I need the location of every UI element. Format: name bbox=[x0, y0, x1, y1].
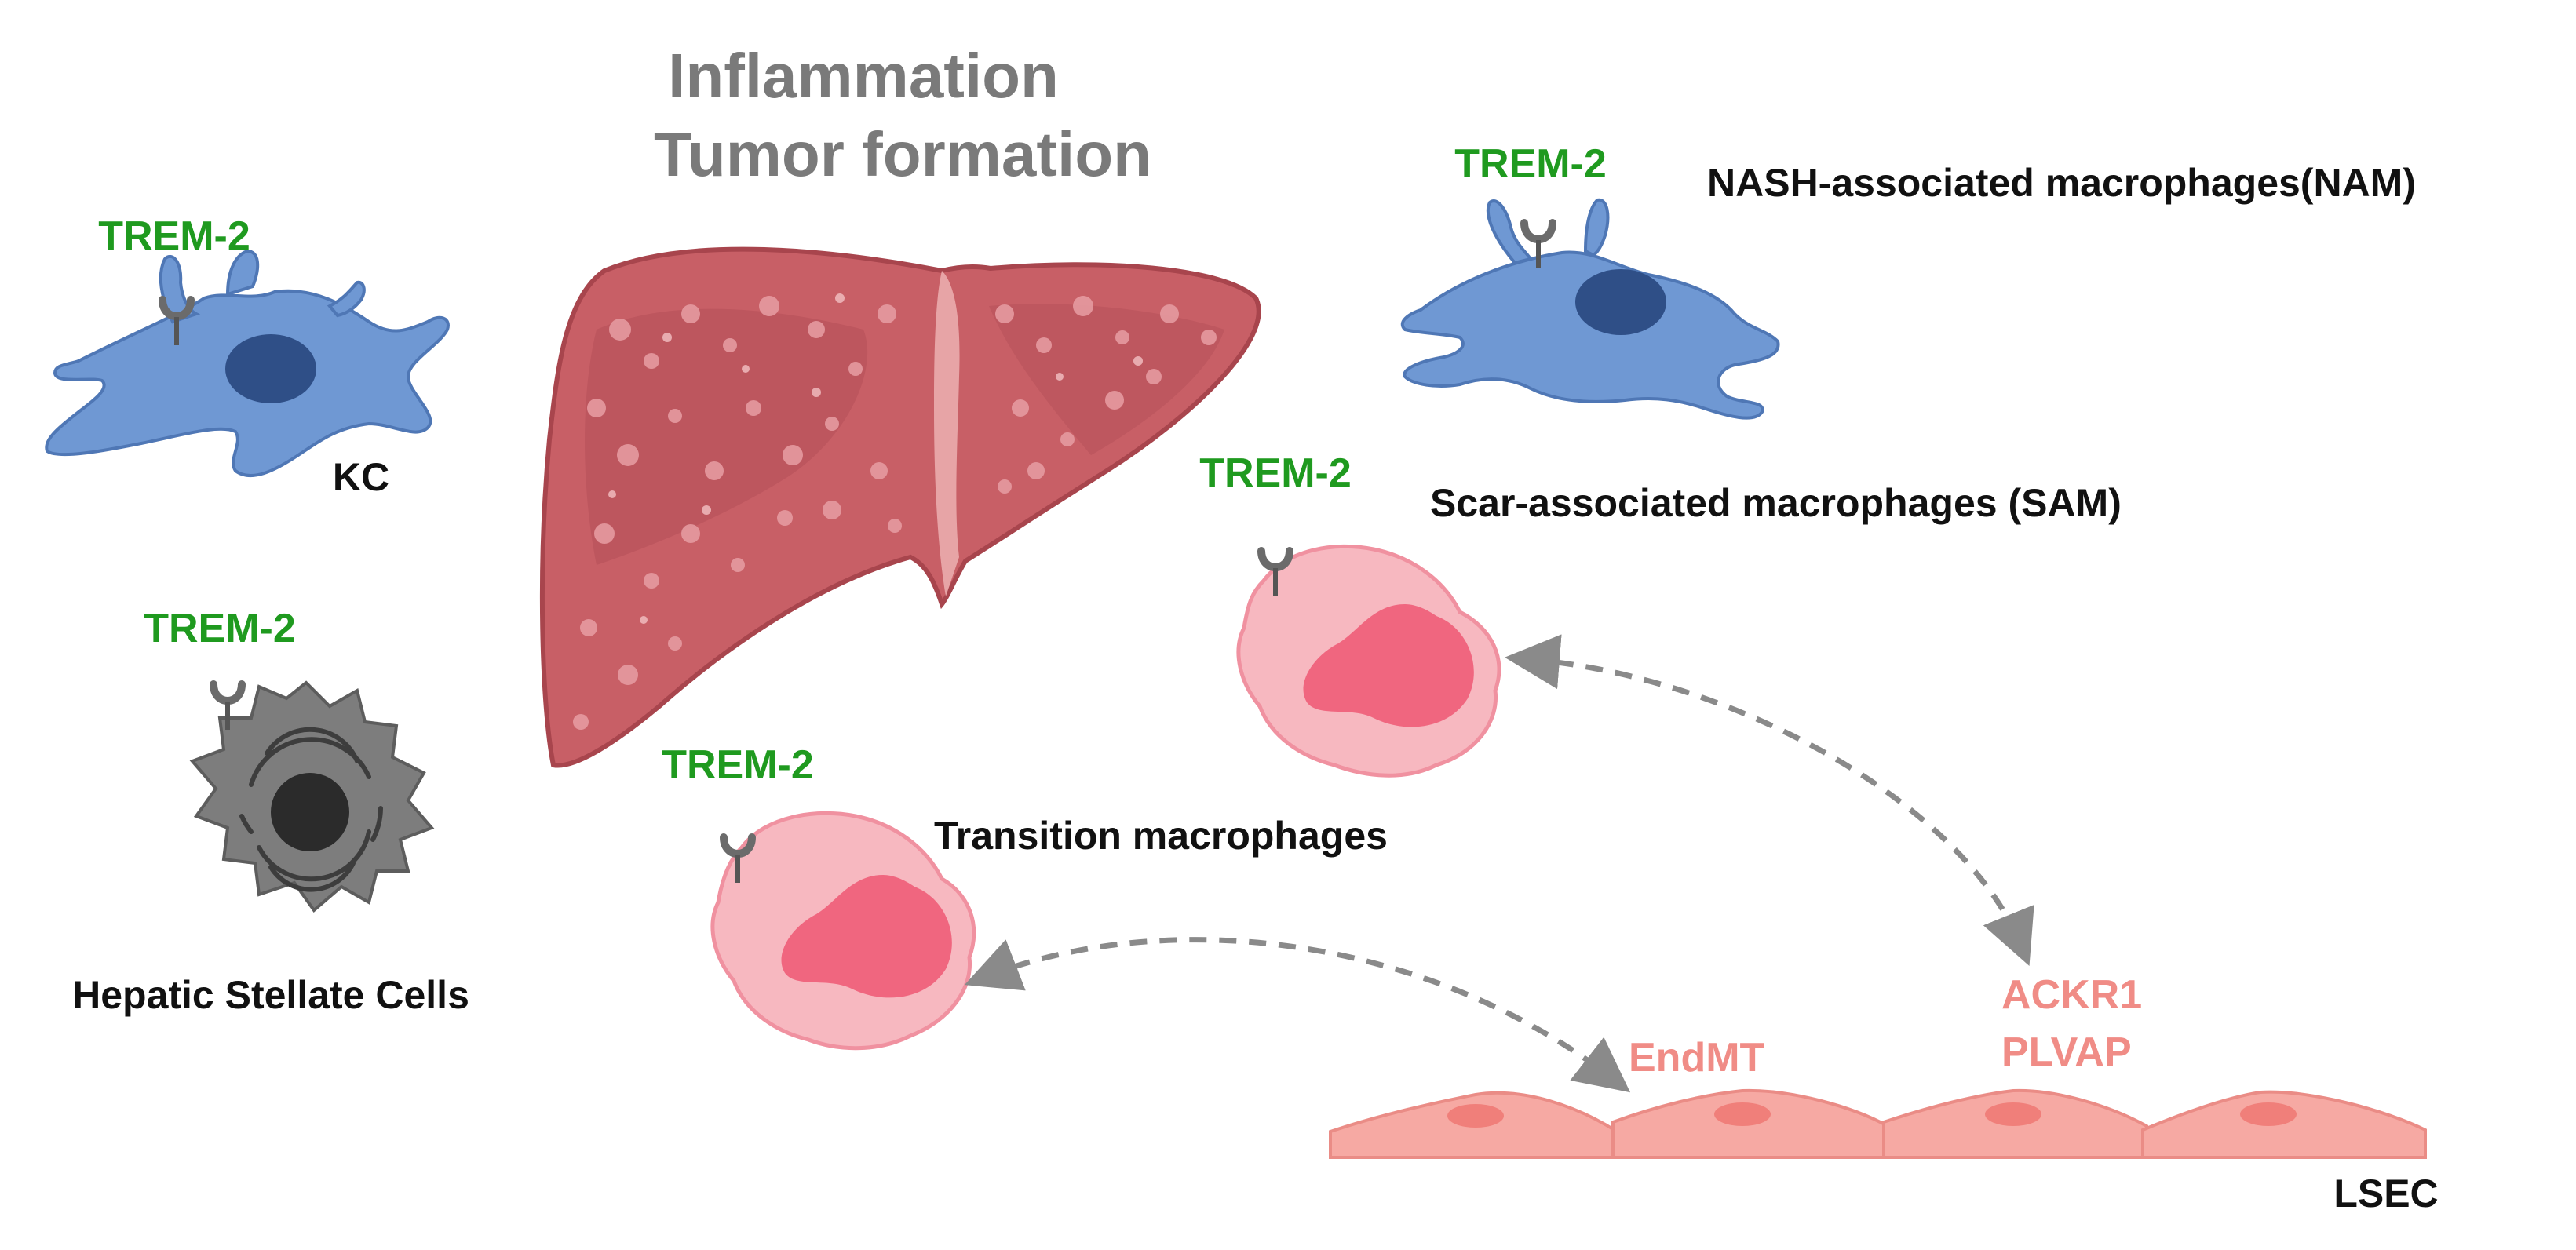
nam-macrophage-icon bbox=[1400, 198, 1780, 420]
title-line-2: Tumor formation bbox=[654, 119, 1151, 189]
sam-label: Scar-associated macrophages (SAM) bbox=[1430, 481, 2122, 525]
ackr1-label: ACKR1 bbox=[2001, 972, 2142, 1018]
endothelial-cell-2 bbox=[1611, 1088, 1889, 1159]
endothelial-cell-3 bbox=[1882, 1088, 2148, 1159]
hsc-label: Hepatic Stellate Cells bbox=[72, 973, 469, 1017]
sam-macrophage-icon bbox=[1236, 544, 1501, 778]
trem2-label-hsc: TREM-2 bbox=[144, 606, 296, 651]
kc-label: KC bbox=[333, 455, 389, 499]
liver-icon bbox=[539, 246, 1261, 768]
arrow-transition-to-endmt bbox=[964, 937, 1631, 1093]
lsec-cells-icon bbox=[1329, 1088, 2427, 1159]
trem2-label-nam: TREM-2 bbox=[1454, 141, 1607, 187]
endothelial-cell-1 bbox=[1329, 1091, 1618, 1159]
trem2-label-transition: TREM-2 bbox=[662, 742, 814, 788]
transition-label: Transition macrophages bbox=[934, 814, 1388, 858]
stellate-cell-icon bbox=[189, 680, 435, 913]
arrow-sam-to-lsec bbox=[1505, 634, 2034, 966]
trem2-label-kc: TREM-2 bbox=[98, 213, 250, 259]
transition-macrophage-icon bbox=[710, 811, 976, 1051]
kupffer-cell-icon bbox=[45, 249, 450, 478]
trem2-label-sam: TREM-2 bbox=[1199, 450, 1352, 496]
endmt-label: EndMT bbox=[1629, 1035, 1765, 1081]
nam-label: NASH-associated macrophages(NAM) bbox=[1707, 161, 2416, 205]
title-line-1: Inflammation bbox=[668, 41, 1059, 111]
lsec-label: LSEC bbox=[2333, 1172, 2438, 1215]
endothelial-cell-4 bbox=[2141, 1090, 2427, 1159]
plvap-label: PLVAP bbox=[2001, 1030, 2132, 1075]
